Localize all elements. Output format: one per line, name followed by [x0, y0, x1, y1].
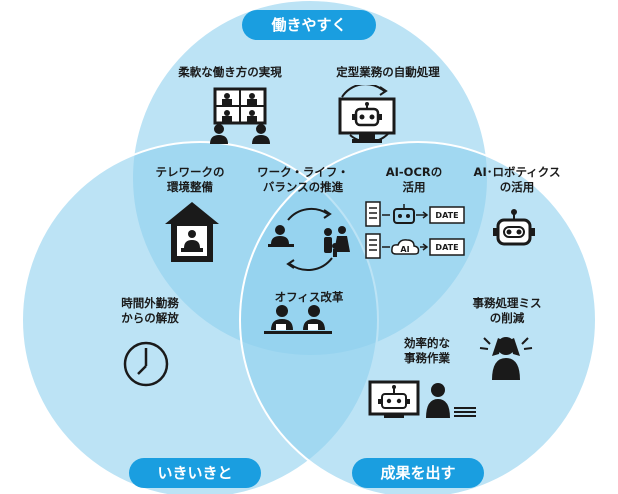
label-airobotics-line2: の活用	[499, 180, 535, 194]
label-efficient-line1: 効率的な	[404, 336, 450, 350]
pill-top: 働きやすく	[242, 10, 376, 40]
label-flexible-work: 柔軟な働き方の実現	[178, 65, 282, 79]
work-life-cycle-icon	[268, 207, 350, 271]
pill-bottom-right: 成果を出す	[352, 458, 484, 488]
label-telework-line1: テレワークの	[155, 165, 225, 179]
label-office-reform: オフィス改革	[274, 290, 344, 304]
label-telework-line2: 環境整備	[167, 180, 213, 194]
label-airobotics: AI･ロボティクス の活用	[458, 165, 576, 195]
label-routine-automation: 定型業務の自動処理	[336, 65, 440, 79]
robot-worker-icon	[368, 380, 476, 418]
robot-monitor-icon	[338, 85, 396, 143]
label-wlb: ワーク・ライフ・ バランスの推進	[243, 165, 363, 195]
home-telework-icon	[165, 202, 219, 262]
label-aiocr: AI-OCRの 活用	[372, 165, 456, 195]
label-wlb-line1: ワーク・ライフ・	[257, 165, 349, 179]
label-error-line2: の削減	[489, 311, 525, 325]
label-error-reduction: 事務処理ミス の削減	[452, 296, 562, 326]
video-conference-icon	[210, 87, 270, 144]
label-efficient: 効率的な 事務作業	[382, 336, 472, 366]
label-airobotics-line1: AI･ロボティクス	[473, 165, 561, 179]
stressed-person-icon	[479, 337, 533, 380]
office-workers-icon	[264, 305, 332, 334]
ocr-date-tag-1: DATE	[435, 211, 458, 220]
ocr-ai-flow-icon: AI DATE	[365, 233, 465, 259]
ocr-robot-flow-icon: DATE	[365, 201, 465, 227]
ocr-ai-tag: AI	[400, 245, 409, 254]
label-efficient-line2: 事務作業	[404, 351, 450, 365]
robot-head-icon	[493, 209, 535, 246]
label-aiocr-line1: AI-OCRの	[385, 165, 443, 179]
label-error-line1: 事務処理ミス	[472, 296, 542, 310]
label-overtime-line1: 時間外勤務	[121, 296, 179, 310]
label-wlb-line2: バランスの推進	[262, 180, 344, 194]
ocr-date-tag-2: DATE	[435, 243, 458, 252]
label-aiocr-line2: 活用	[402, 180, 426, 194]
label-overtime: 時間外勤務 からの解放	[100, 296, 200, 326]
pill-bottom-left: いきいきと	[129, 458, 261, 488]
label-overtime-line2: からの解放	[121, 311, 179, 325]
label-telework: テレワークの 環境整備	[138, 165, 242, 195]
clock-icon	[123, 341, 169, 387]
